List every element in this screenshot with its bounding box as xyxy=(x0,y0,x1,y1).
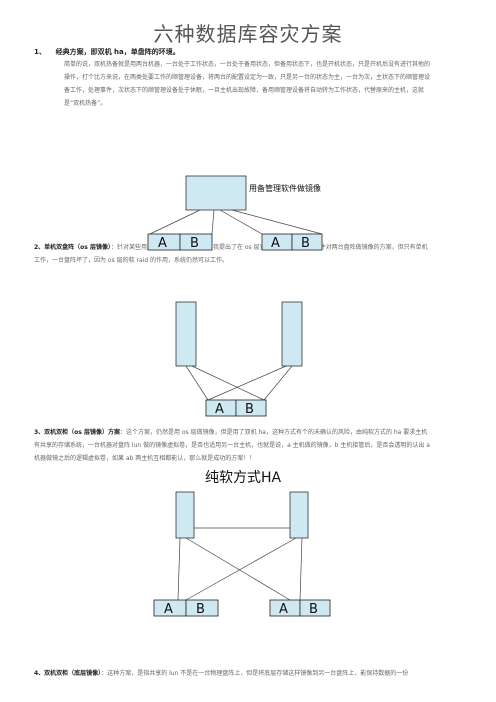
fig2-host-box xyxy=(175,301,197,367)
fig2-cell-label: A xyxy=(215,402,224,417)
fig3-link xyxy=(185,537,291,601)
fig3-link xyxy=(185,537,297,601)
fig3-host-box xyxy=(175,491,195,539)
section-2-heading: 2、单机双盘阵（os 层镜像） xyxy=(34,244,111,251)
fig3-cell-label: B xyxy=(309,602,318,617)
figure-2: A B xyxy=(175,301,303,417)
fig1-cell-label: B xyxy=(301,236,310,251)
fig3-ha-label: 纯软方式HA xyxy=(205,470,282,486)
fig3-array-cell xyxy=(185,599,219,617)
fig2-link xyxy=(191,365,265,401)
fig1-link xyxy=(211,209,215,235)
section-4-heading: 4、双机双柜（底层镜像） xyxy=(34,670,102,677)
fig1-link xyxy=(219,209,263,235)
fig3-cell-label: A xyxy=(164,602,173,617)
fig1-array-cell xyxy=(291,233,323,251)
fig1-link xyxy=(231,209,323,235)
section-3-paragraph: 3、双机双柜（os 层镜像）方案：这个方案，仍然是用 os 层做镜像，但是用了双… xyxy=(34,426,432,465)
section-3-heading: 3、双机双柜（os 层镜像）方案 xyxy=(34,429,120,436)
section-1-heading: 1、 经典方案，即双机 ha，单盘阵的环境。 xyxy=(34,47,180,57)
fig2-host-box xyxy=(281,301,303,367)
fig3-cell-label: A xyxy=(279,602,288,617)
fig3-cell-label: B xyxy=(196,602,205,617)
fig2-link xyxy=(263,365,293,401)
fig3-link xyxy=(299,537,303,601)
section-4-paragraph: 4、双机双柜（底层镜像）：这种方案，是指共享的 lun 不是在一台物理盘阵上，但… xyxy=(34,667,432,680)
section-1-title: 经典方案，即双机 ha，单盘阵的环境。 xyxy=(55,48,180,56)
fig3-host-box xyxy=(289,491,309,539)
section-1-body: 简单的说，双机热备就是用两台机器，一台处于工作状态，一台处于备用状态，但备用状态… xyxy=(64,61,431,107)
fig1-cell-label: B xyxy=(190,236,199,251)
fig3-array-cell xyxy=(299,599,331,617)
fig1-server-box xyxy=(185,175,247,211)
fig2-link xyxy=(185,365,209,401)
fig2-link xyxy=(207,365,287,401)
fig2-cell-label: B xyxy=(245,402,254,417)
section-1-number: 1、 xyxy=(34,48,46,56)
doc-title: 六种数据库容灾方案 xyxy=(153,22,343,46)
fig3-link xyxy=(177,537,181,601)
fig1-mgmt-label: 用备管理软件做镜像 xyxy=(249,183,321,193)
fig1-cell-label: A xyxy=(158,236,167,251)
fig1-link xyxy=(149,209,201,235)
figure-3: 纯软方式HA A B A B xyxy=(153,470,331,617)
fig2-array-cell xyxy=(235,399,267,417)
figure-1: 用备管理软件做镜像 A B A B xyxy=(147,175,323,251)
section-4-body: ：这种方案，是指共享的 lun 不是在一台物理盘阵上，但是将底层存储这样镜像到另… xyxy=(101,670,409,677)
fig1-cell-label: A xyxy=(271,236,280,251)
section-3-body: ：这个方案，仍然是用 os 层做镜像，但是用了双机 ha，这种方式有个的未确认的… xyxy=(34,429,430,462)
fig1-array-cell xyxy=(179,233,213,251)
